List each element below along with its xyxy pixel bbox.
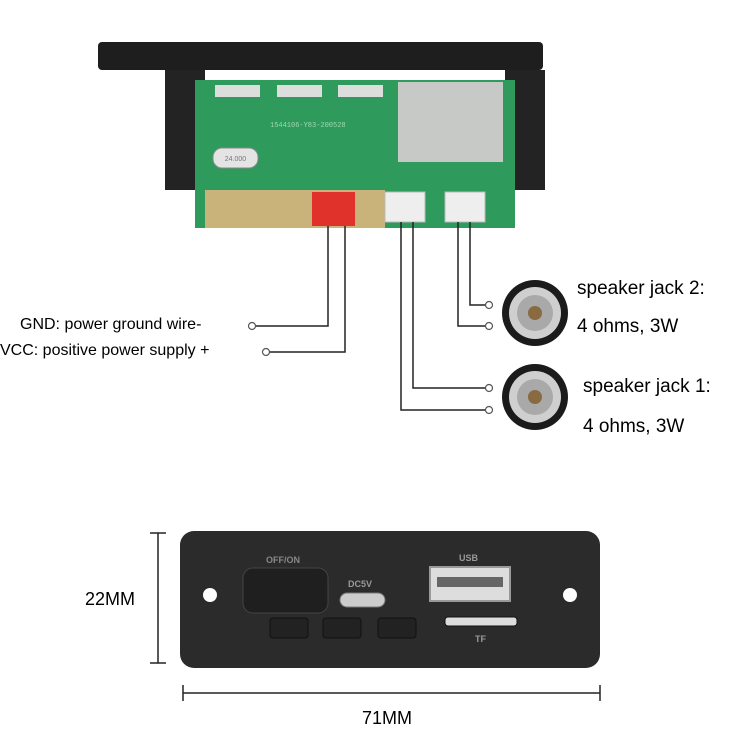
height-dimension-label: 22MM: [85, 589, 136, 609]
speaker-icon: [502, 364, 568, 430]
switch-label: OFF/ON: [266, 555, 300, 565]
gnd-label: GND: power ground wire-: [20, 316, 202, 333]
power-label: DC5V: [348, 579, 372, 589]
micro-usb-port: [339, 592, 386, 608]
speaker-jack-2-title: speaker jack 2:: [577, 278, 705, 299]
vcc-label: VCC: positive power supply +: [0, 342, 210, 359]
dimension-lines: [150, 532, 601, 701]
speaker-jack-2-spec: 4 ohms, 3W: [577, 316, 679, 337]
width-dimension-label: 71MM: [362, 708, 413, 728]
tf-label: TF: [475, 634, 486, 644]
prev-button: [269, 617, 309, 639]
play-button: [322, 617, 362, 639]
speaker-jack-1-title: speaker jack 1:: [583, 376, 711, 397]
wire-terminals: [247, 300, 494, 415]
pcb-board-top-view: 24.000 1544106-Y83-200528: [98, 42, 545, 228]
next-button: [377, 617, 417, 639]
power-connector: [312, 192, 355, 226]
speaker-jack-1-spec: 4 ohms, 3W: [583, 416, 685, 437]
pcb-code: 1544106-Y83-200528: [270, 122, 346, 130]
speaker-connector-2: [444, 191, 486, 223]
speaker-icon: [502, 280, 568, 346]
usb-label: USB: [459, 553, 479, 563]
crystal-label: 24.000: [225, 156, 247, 163]
power-switch: [242, 567, 329, 614]
tf-card-slot: [444, 616, 518, 627]
crystal-oscillator: [212, 147, 259, 169]
wires: [256, 222, 486, 411]
front-panel: OFF/ON DC5V USB TF: [180, 531, 600, 668]
speaker-connector-1: [384, 191, 426, 223]
